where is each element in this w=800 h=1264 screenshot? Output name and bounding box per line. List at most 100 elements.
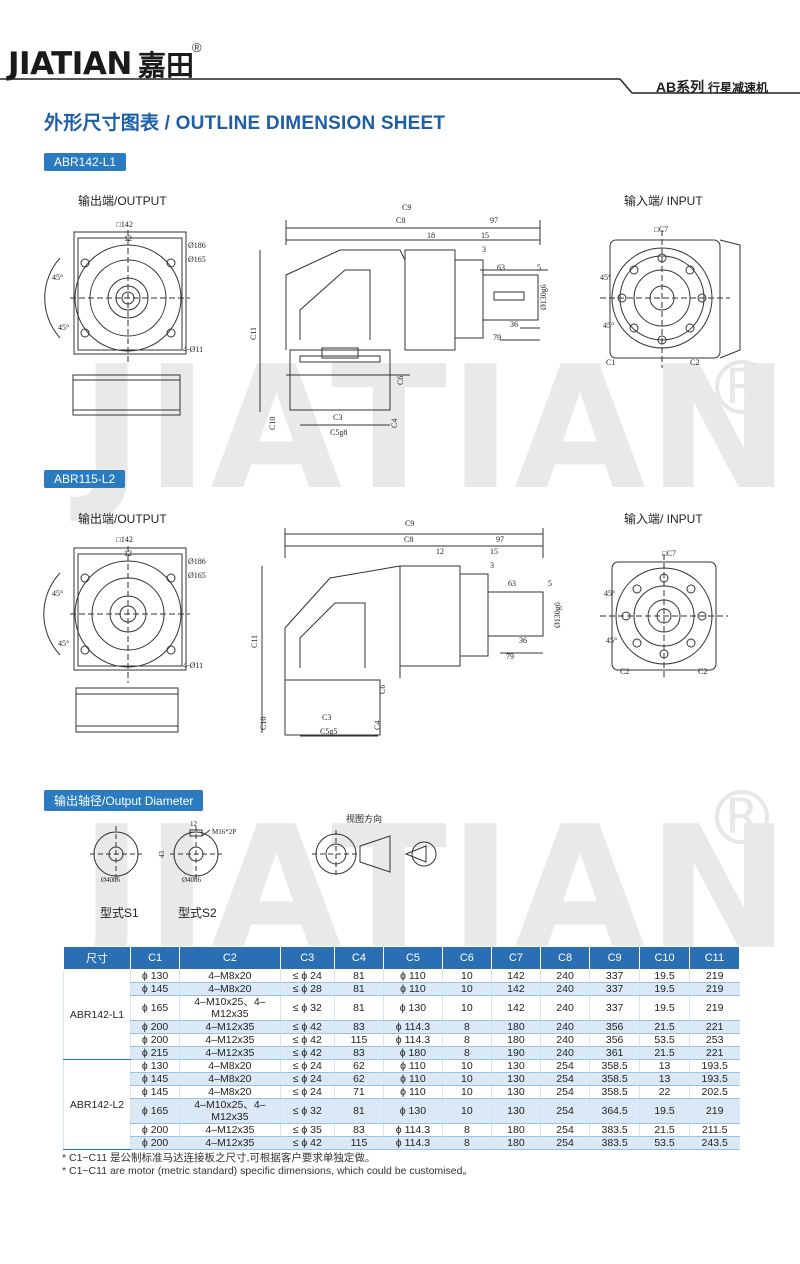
table-cell: ϕ 110 bbox=[382, 1059, 443, 1073]
svg-text:45°: 45° bbox=[52, 273, 63, 282]
svg-text:15: 15 bbox=[490, 547, 498, 556]
table-cell: 358.5 bbox=[589, 1059, 640, 1073]
shaft-type-s2: 型式S2 bbox=[178, 906, 217, 920]
table-cell: 81 bbox=[333, 1098, 384, 1124]
svg-text:63: 63 bbox=[508, 579, 516, 588]
table-cell: 180 bbox=[490, 1033, 541, 1047]
table-cell: 81 bbox=[333, 969, 384, 983]
svg-text:C8: C8 bbox=[404, 535, 413, 544]
table-cell: ϕ 215 bbox=[130, 1046, 180, 1060]
shaft-type-s1: 型式S1 bbox=[100, 906, 139, 920]
table-cell: 4–M8x20 bbox=[179, 969, 281, 983]
svg-text:C4: C4 bbox=[373, 721, 382, 730]
table-cell: ϕ 200 bbox=[130, 1020, 180, 1034]
svg-text:□142: □142 bbox=[116, 535, 133, 544]
table-header-cell: C9 bbox=[589, 946, 641, 970]
table-cell: 83 bbox=[333, 1046, 384, 1060]
model-badge-2: ABR115-L2 bbox=[44, 470, 126, 488]
table-cell: 4–M8x20 bbox=[179, 1072, 281, 1086]
table-cell: 130 bbox=[490, 1085, 541, 1099]
table-header-cell: C8 bbox=[539, 946, 591, 970]
table-cell: ϕ 130 bbox=[382, 1098, 443, 1124]
table-cell: ϕ 165 bbox=[130, 1098, 180, 1124]
table-cell: 361 bbox=[589, 1046, 640, 1060]
table-cell: 8 bbox=[441, 1020, 492, 1034]
svg-text:C11: C11 bbox=[250, 635, 259, 648]
svg-text:Ø165: Ø165 bbox=[188, 255, 206, 264]
table-cell: 254 bbox=[539, 1136, 590, 1150]
note-cn: * C1~C11 是公制标准马达连接板之尺寸,可根据客户要求单独定做。 bbox=[62, 1152, 376, 1164]
svg-text:15: 15 bbox=[481, 231, 489, 240]
svg-text:C5g5: C5g5 bbox=[320, 727, 337, 736]
svg-text:45°: 45° bbox=[58, 323, 69, 332]
table-cell: 190 bbox=[490, 1046, 541, 1060]
watermark-reg-2: R bbox=[715, 790, 769, 844]
series-label: AB系列 行星减速机 bbox=[655, 79, 768, 95]
svg-text:97: 97 bbox=[490, 216, 498, 225]
table-cell: 62 bbox=[333, 1072, 384, 1086]
table-cell: 240 bbox=[539, 995, 590, 1021]
table-cell: 53.5 bbox=[639, 1033, 690, 1047]
svg-text:43: 43 bbox=[158, 851, 166, 859]
table-cell: ϕ 110 bbox=[382, 969, 443, 983]
table-cell: ϕ 114.3 bbox=[382, 1123, 443, 1137]
svg-text:45°: 45° bbox=[600, 273, 611, 282]
table-cell: ≤ ϕ 42 bbox=[279, 1033, 335, 1047]
table-cell: 356 bbox=[589, 1033, 640, 1047]
table-cell: 240 bbox=[539, 1020, 590, 1034]
svg-text:45°: 45° bbox=[603, 321, 614, 330]
svg-text:5: 5 bbox=[537, 263, 541, 272]
table-cell: ≤ ϕ 42 bbox=[279, 1020, 335, 1034]
model-badge-1: ABR142-L1 bbox=[44, 153, 127, 171]
table-cell: 219 bbox=[688, 969, 740, 983]
svg-text:36: 36 bbox=[519, 636, 527, 645]
table-cell: 337 bbox=[589, 995, 640, 1021]
svg-text:C2: C2 bbox=[690, 358, 699, 367]
svg-text:C9: C9 bbox=[405, 519, 414, 528]
brand-logo: JIATIAN bbox=[8, 46, 132, 82]
output-label-1: 输出端/OUTPUT bbox=[78, 194, 167, 208]
svg-text:Ø130g6: Ø130g6 bbox=[539, 284, 548, 310]
table-cell: 240 bbox=[539, 1033, 590, 1047]
table-cell: ϕ 130 bbox=[382, 995, 443, 1021]
table-cell: 211.5 bbox=[688, 1123, 740, 1137]
svg-text:M16*2P: M16*2P bbox=[212, 828, 236, 836]
model-cell: ABR142-L2 bbox=[62, 1059, 131, 1150]
table-cell: ϕ 200 bbox=[130, 1136, 180, 1150]
svg-text:C8: C8 bbox=[396, 216, 405, 225]
table-cell: ϕ 130 bbox=[130, 1059, 180, 1073]
table-header-cell: C4 bbox=[333, 946, 384, 970]
table-header-cell: C11 bbox=[688, 946, 741, 970]
table-header-cell: C10 bbox=[639, 946, 690, 970]
svg-text:3: 3 bbox=[482, 245, 486, 254]
table-cell: ≤ ϕ 24 bbox=[279, 1072, 335, 1086]
svg-text:79: 79 bbox=[506, 652, 514, 661]
table-cell: 10 bbox=[441, 1072, 492, 1086]
table-cell: 364.5 bbox=[589, 1098, 640, 1124]
table-cell: 81 bbox=[333, 995, 384, 1021]
svg-text:Ø186: Ø186 bbox=[188, 557, 206, 566]
svg-text:4-Ø11: 4-Ø11 bbox=[183, 345, 203, 354]
svg-text:□C7: □C7 bbox=[654, 225, 668, 234]
svg-text:C9: C9 bbox=[402, 203, 411, 212]
table-cell: 240 bbox=[539, 1046, 590, 1060]
table-cell: 253 bbox=[688, 1033, 740, 1047]
svg-text:C4: C4 bbox=[390, 419, 399, 428]
table-cell: 4–M12x35 bbox=[179, 1033, 281, 1047]
table-header-cell: 尺寸 bbox=[62, 946, 132, 970]
table-cell: 254 bbox=[539, 1072, 590, 1086]
table-cell: 142 bbox=[490, 995, 541, 1021]
table-cell: 71 bbox=[333, 1085, 384, 1099]
table-cell: 254 bbox=[539, 1098, 590, 1124]
table-cell: ϕ 114.3 bbox=[382, 1020, 443, 1034]
table-header-cell: C5 bbox=[382, 946, 443, 970]
svg-text:C3: C3 bbox=[333, 413, 342, 422]
